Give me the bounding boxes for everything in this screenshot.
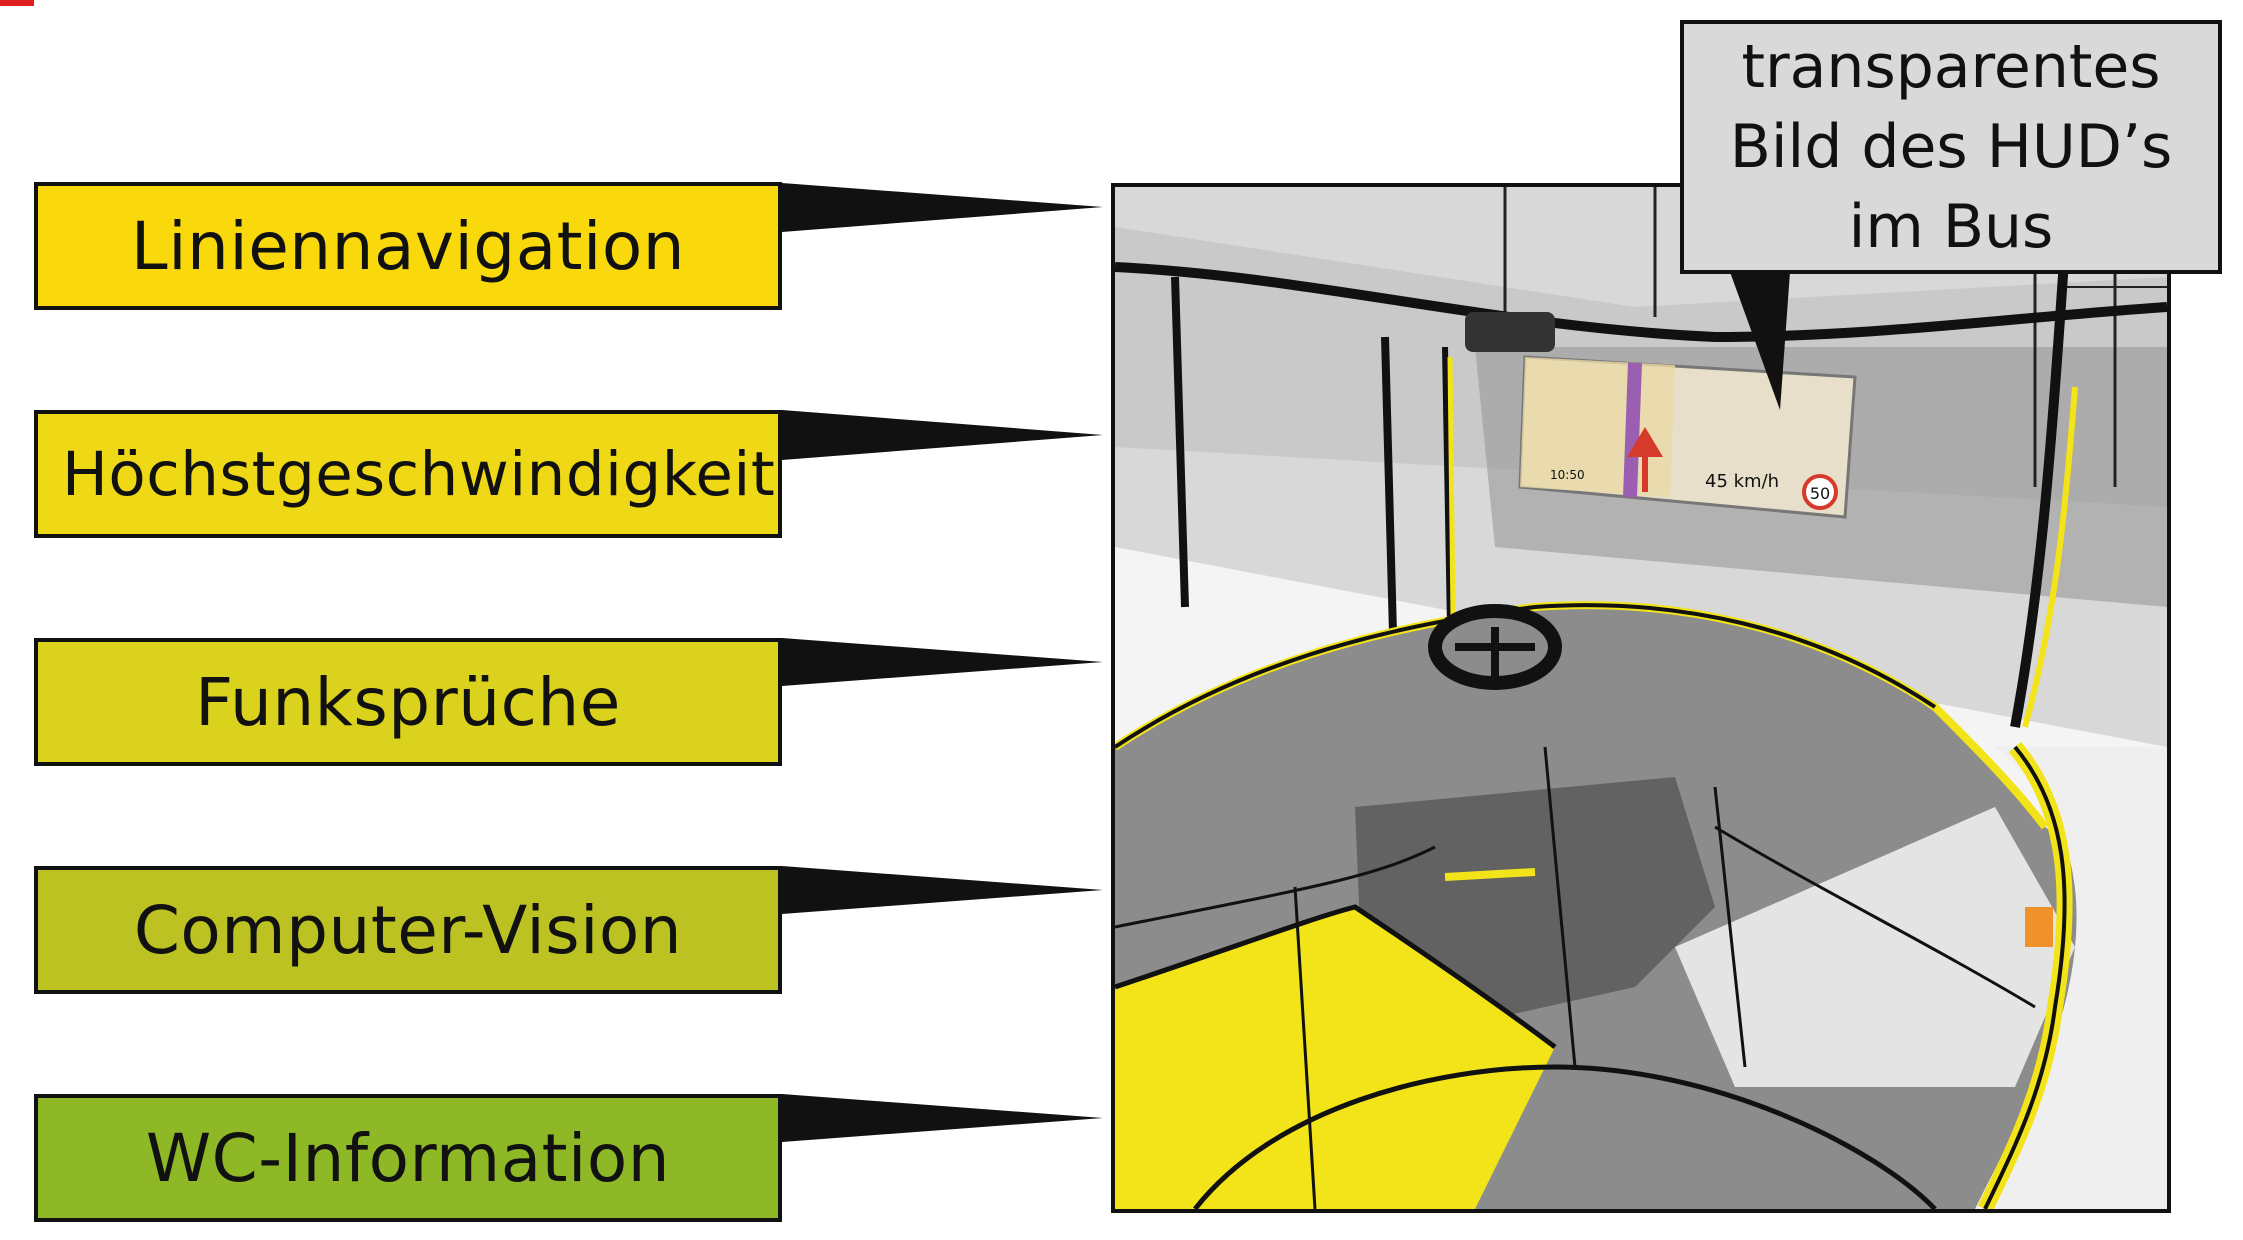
hud-callout-line-2: Bild des HUD’s: [1729, 112, 2173, 182]
hud-display: 50 10:50 45 km/h: [1518, 355, 1857, 519]
right-pillar: [2010, 246, 2070, 728]
label-wc-information: WC-Information: [34, 1094, 782, 1222]
yellow-floor: [1115, 907, 1555, 1209]
pointer-wc-information: [782, 1094, 1103, 1142]
label-hoechstgeschwindigkeit: Höchstgeschwindigkeit: [34, 410, 782, 538]
label-liniennavigation: Liniennavigation: [34, 182, 782, 310]
steering-wheel: [1428, 604, 1562, 690]
windshield-top-bar: [1115, 262, 2167, 343]
hud-projector: [1465, 312, 1555, 352]
hud-time: 10:50: [1550, 468, 1585, 482]
hud-speed: 45 km/h: [1705, 471, 1779, 492]
label-funksprueche: Funksprüche: [34, 638, 782, 766]
pointer-computer-vision: [782, 866, 1103, 914]
bus-interior-sketch: 50 10:50 45 km/h: [1111, 183, 2171, 1213]
hud-callout: transparentes Bild des HUD’s im Bus: [1680, 20, 2222, 274]
hud-callout-line-1: transparentes: [1741, 32, 2161, 102]
turn-signal: [2025, 907, 2053, 947]
pointer-hoechstgeschwindigkeit: [782, 410, 1103, 460]
driver-seat: [1675, 807, 2075, 1087]
pointer-liniennavigation: [782, 183, 1103, 232]
hud-speed-limit-sign: [1802, 474, 1838, 510]
hud-callout-line-3: im Bus: [1848, 192, 2054, 262]
hud-speed-limit: 50: [1810, 484, 1830, 503]
label-computer-vision: Computer-Vision: [34, 866, 782, 994]
hud-direction-arrow: [1627, 427, 1663, 457]
bus-interior-illustration: 50 10:50 45 km/h: [1115, 187, 2167, 1209]
pointer-funksprueche: [782, 638, 1103, 686]
corner-mark: [0, 0, 34, 6]
